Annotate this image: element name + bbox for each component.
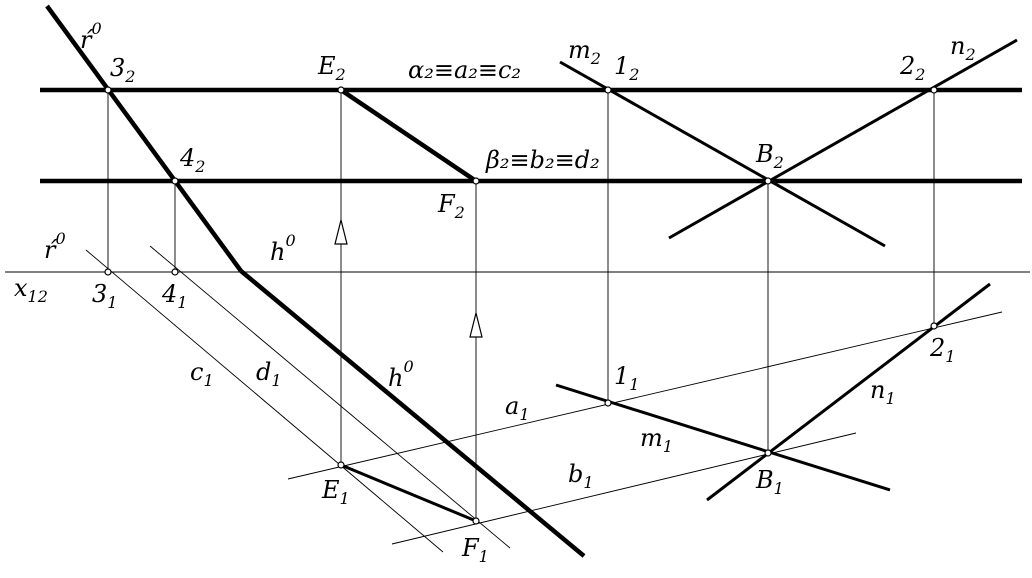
label-m-2: m2	[568, 36, 601, 68]
arrow-up-icon	[334, 219, 348, 245]
point-2-1	[930, 322, 938, 330]
line-m1	[555, 383, 891, 492]
point-f-1	[472, 517, 480, 525]
label-2-1: 21	[929, 334, 955, 366]
label-e-2: E2	[317, 52, 346, 84]
label-beta-2: β₂≡b₂≡d₂	[485, 146, 600, 174]
segment-e2-f2	[339, 88, 478, 183]
label-r1: ŕ0	[44, 229, 66, 264]
label-h-1: h0	[388, 357, 414, 392]
point-1-1	[604, 399, 612, 407]
label-b-2: B2	[755, 140, 784, 172]
point-e-2	[337, 86, 345, 94]
point-1-2	[604, 86, 612, 94]
line-a1	[287, 311, 1003, 480]
label-1-2: 12	[614, 52, 639, 84]
point-b-2	[764, 177, 772, 185]
segment-e1-f1	[340, 463, 477, 523]
label-2-2: 22	[899, 52, 925, 84]
line-d1	[149, 245, 511, 549]
point-2-2	[930, 86, 938, 94]
label-c-1: c1	[190, 358, 214, 390]
label-3-1: 31	[92, 280, 117, 312]
label-4-2: 42	[179, 144, 205, 176]
line-m2	[559, 60, 886, 248]
label-4-1: 41	[161, 280, 187, 312]
arrow-up-icon	[469, 312, 483, 338]
label-1-1: 11	[614, 362, 639, 394]
label-m-1: m1	[640, 424, 673, 456]
label-alpha-2: α₂≡a₂≡c₂	[408, 56, 521, 84]
point-b-1	[764, 449, 772, 457]
point-4-1	[171, 268, 179, 276]
point-3-1	[104, 268, 112, 276]
label-x12: x12	[14, 274, 48, 306]
label-r2: ŕ0	[80, 19, 102, 54]
label-n-2: n2	[950, 32, 976, 64]
point-e-1	[337, 461, 345, 469]
label-a-1: a1	[505, 392, 530, 424]
label-e-1: E1	[321, 476, 350, 508]
line-b1	[391, 432, 857, 545]
line-n2	[668, 38, 1018, 240]
label-d-1: d1	[256, 358, 282, 390]
label-f-1: F1	[461, 534, 489, 566]
label-f-2: F2	[437, 190, 465, 222]
line-n1	[706, 282, 991, 502]
label-b-1-point: B1	[755, 466, 784, 498]
point-4-2	[171, 177, 179, 185]
line-c1	[85, 249, 444, 553]
label-b-1: b1	[568, 460, 594, 492]
line-r2	[45, 4, 243, 273]
label-3-2: 32	[110, 54, 135, 86]
point-3-2	[104, 86, 112, 94]
point-f-2	[472, 177, 480, 185]
line-h1	[239, 269, 586, 558]
label-h-2: h0	[270, 231, 296, 266]
label-n-1: n1	[870, 376, 896, 408]
